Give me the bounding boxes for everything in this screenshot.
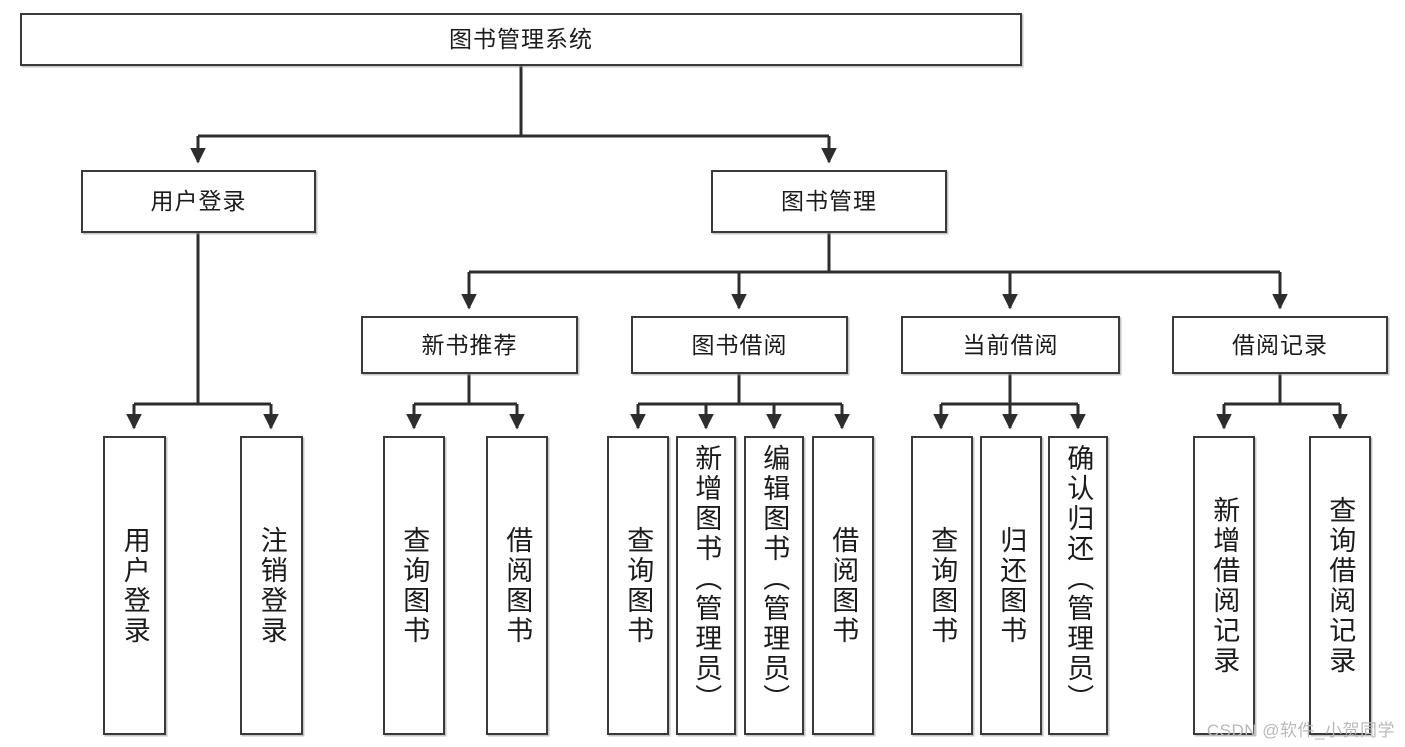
node-label: 图书管理系统 [449,26,593,52]
node-label: 用户登录 [150,188,247,214]
node-label: 当前借阅 [962,331,1059,358]
node-label: 借阅图书 [828,525,859,646]
node-label: 查询借阅记录 [1325,495,1356,676]
node-label: 借阅记录 [1232,331,1328,358]
leaf-confirm-return-admin[interactable]: 确认归还（管理员） [1048,436,1108,735]
leaf-add-book-admin[interactable]: 新增图书（管理员） [676,436,736,735]
leaf-query-borrow-record[interactable]: 查询借阅记录 [1309,436,1371,735]
node-label: 查询图书 [623,525,654,646]
node-new-book-recommendation[interactable]: 新书推荐 [361,316,578,374]
node-label: 查询图书 [399,525,430,646]
node-label: 确认归还（管理员） [1063,444,1094,714]
leaf-logout-login[interactable]: 注销登录 [240,436,303,735]
node-borrow-record[interactable]: 借阅记录 [1172,316,1388,374]
node-label: 新增借阅记录 [1209,495,1240,676]
node-current-borrow[interactable]: 当前借阅 [901,316,1120,374]
node-label: 借阅图书 [502,525,533,646]
node-label: 编辑图书（管理员） [759,444,790,714]
leaf-query-book-current[interactable]: 查询图书 [911,436,973,735]
node-user-login[interactable]: 用户登录 [81,170,316,233]
node-label: 新书推荐 [421,331,518,358]
node-label: 注销登录 [256,525,287,646]
node-label: 归还图书 [996,525,1027,646]
node-root-book-management-system[interactable]: 图书管理系统 [20,13,1022,66]
node-label: 查询图书 [927,525,958,646]
leaf-query-book-new-rec[interactable]: 查询图书 [383,436,445,735]
leaf-user-login[interactable]: 用户登录 [103,436,166,735]
node-label: 图书借阅 [691,331,788,358]
node-label: 新增图书（管理员） [691,444,722,714]
node-book-borrow[interactable]: 图书借阅 [631,316,848,374]
node-book-management[interactable]: 图书管理 [711,170,947,233]
node-label: 用户登录 [119,525,150,646]
leaf-borrow-book-borrow[interactable]: 借阅图书 [812,436,874,735]
leaf-return-book[interactable]: 归还图书 [980,436,1042,735]
leaf-query-book-borrow[interactable]: 查询图书 [607,436,669,735]
leaf-borrow-book-new-rec[interactable]: 借阅图书 [486,436,548,735]
leaf-add-borrow-record[interactable]: 新增借阅记录 [1193,436,1255,735]
leaf-edit-book-admin[interactable]: 编辑图书（管理员） [744,436,804,735]
node-label: 图书管理 [781,188,877,214]
